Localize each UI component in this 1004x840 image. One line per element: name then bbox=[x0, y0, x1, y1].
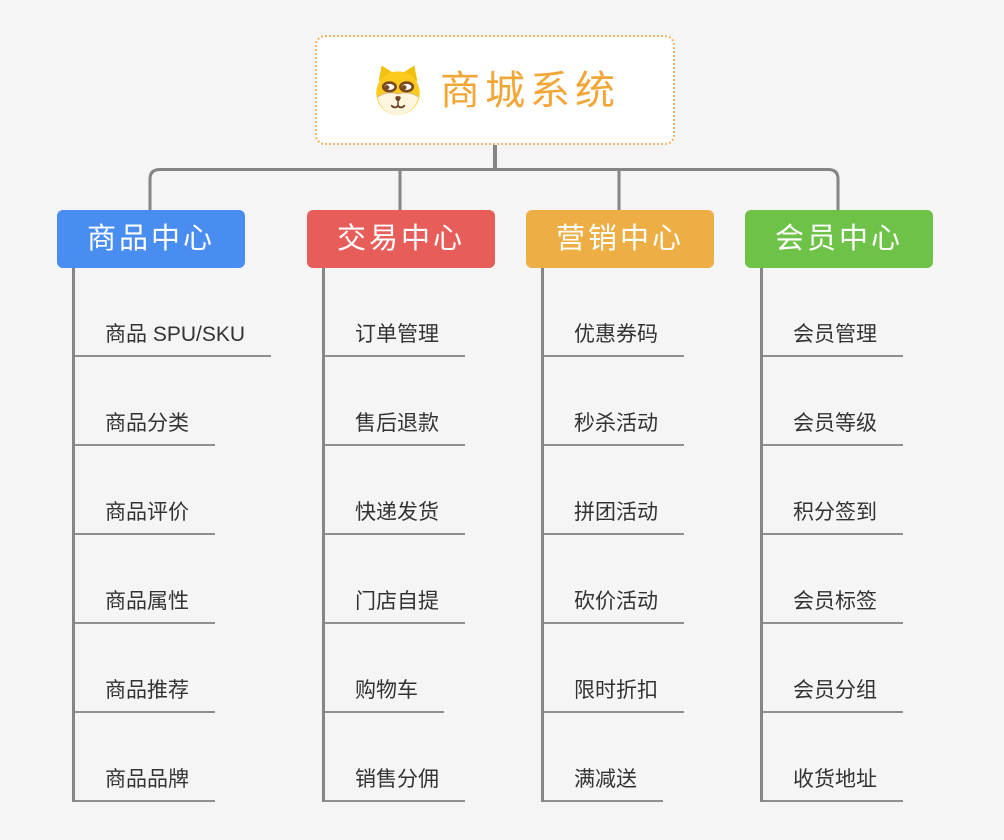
leaf-node[interactable]: 商品 SPU/SKU bbox=[75, 268, 272, 357]
dog-face-icon bbox=[376, 65, 420, 115]
branch-product-center[interactable]: 商品中心 bbox=[57, 210, 245, 268]
leaf-node[interactable]: 销售分佣 bbox=[325, 713, 465, 802]
leaf-node[interactable]: 商品属性 bbox=[75, 535, 215, 624]
leaf-node[interactable]: 会员标签 bbox=[763, 535, 903, 624]
branch-member-center[interactable]: 会员中心 bbox=[745, 210, 933, 268]
leaf-node[interactable]: 会员分组 bbox=[763, 624, 903, 713]
branch-column-marketing-center: 营销中心 优惠券码 秒杀活动 拼团活动 砍价活动 限时折扣 满减送 bbox=[526, 210, 714, 802]
leaf-node[interactable]: 会员等级 bbox=[763, 357, 903, 446]
leaf-node[interactable]: 订单管理 bbox=[325, 268, 465, 357]
branch-drop-lines bbox=[398, 169, 621, 212]
root-node[interactable]: 商城系统 bbox=[315, 35, 675, 145]
leaf-node[interactable]: 积分签到 bbox=[763, 446, 903, 535]
branch-children: 商品 SPU/SKU 商品分类 商品评价 商品属性 商品推荐 商品品牌 bbox=[72, 268, 272, 802]
leaf-node[interactable]: 商品分类 bbox=[75, 357, 215, 446]
leaf-node[interactable]: 门店自提 bbox=[325, 535, 465, 624]
leaf-node[interactable]: 秒杀活动 bbox=[544, 357, 684, 446]
branch-bus-line bbox=[148, 168, 840, 212]
leaf-node[interactable]: 购物车 bbox=[325, 624, 444, 713]
leaf-node[interactable]: 售后退款 bbox=[325, 357, 465, 446]
branch-trade-center[interactable]: 交易中心 bbox=[307, 210, 495, 268]
leaf-node[interactable]: 收货地址 bbox=[763, 713, 903, 802]
leaf-node[interactable]: 商品品牌 bbox=[75, 713, 215, 802]
branch-column-member-center: 会员中心 会员管理 会员等级 积分签到 会员标签 会员分组 收货地址 bbox=[745, 210, 933, 802]
branch-column-product-center: 商品中心 商品 SPU/SKU 商品分类 商品评价 商品属性 商品推荐 商品品牌 bbox=[57, 210, 272, 802]
leaf-node[interactable]: 会员管理 bbox=[763, 268, 903, 357]
branch-marketing-center[interactable]: 营销中心 bbox=[526, 210, 714, 268]
leaf-node[interactable]: 商品评价 bbox=[75, 446, 215, 535]
leaf-node[interactable]: 优惠券码 bbox=[544, 268, 684, 357]
leaf-node[interactable]: 拼团活动 bbox=[544, 446, 684, 535]
leaf-node[interactable]: 满减送 bbox=[544, 713, 663, 802]
leaf-node[interactable]: 限时折扣 bbox=[544, 624, 684, 713]
branch-children: 优惠券码 秒杀活动 拼团活动 砍价活动 限时折扣 满减送 bbox=[541, 268, 714, 802]
branch-children: 订单管理 售后退款 快递发货 门店自提 购物车 销售分佣 bbox=[322, 268, 495, 802]
leaf-node[interactable]: 商品推荐 bbox=[75, 624, 215, 713]
leaf-node[interactable]: 快递发货 bbox=[325, 446, 465, 535]
leaf-node[interactable]: 砍价活动 bbox=[544, 535, 684, 624]
branch-column-trade-center: 交易中心 订单管理 售后退款 快递发货 门店自提 购物车 销售分佣 bbox=[307, 210, 495, 802]
root-title: 商城系统 bbox=[440, 69, 620, 113]
branch-children: 会员管理 会员等级 积分签到 会员标签 会员分组 收货地址 bbox=[760, 268, 933, 802]
